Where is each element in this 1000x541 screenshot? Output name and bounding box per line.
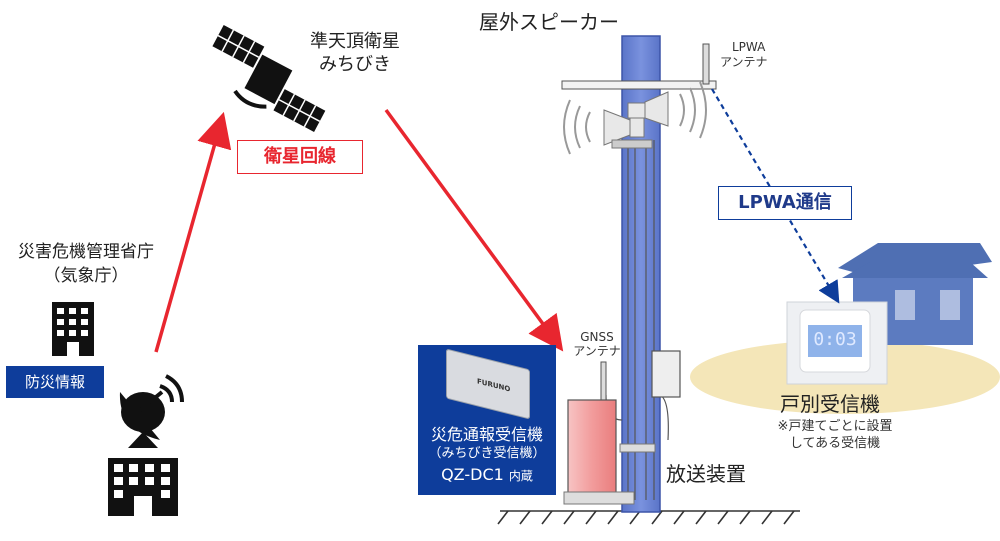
lpwa-antenna-line1: LPWA [732,40,766,54]
home-receiver-note-line2: してある受信機 [789,436,881,451]
lpwa-antenna-line2: アンテナ [720,55,768,69]
antenna-crossarm [561,80,717,90]
agency-name-line1: 災害危機管理省庁 [18,242,154,262]
satellite-dish-icon [119,374,184,448]
sound-waves [563,81,707,155]
uplink-arrow [154,111,232,353]
lpwa-link-text: LPWA通信 [738,192,832,213]
gnss-antenna-line2: アンテナ [573,344,621,358]
lpwa-antenna-rod [702,43,710,85]
broadcast-label: 放送装置 [666,462,746,486]
ground-hatch [497,510,800,525]
satellite-link-text: 衛星回線 [264,146,336,167]
disaster-info-tag: 防災情報 [6,366,104,398]
receiver-device-brand: FURUNO [477,377,511,394]
ground-station-building-icon [108,458,178,516]
home-receiver-note: ※戸建てごとに設置 してある受信機 [770,418,900,452]
agency-building-icon [52,302,94,356]
lpwa-antenna-label: LPWA アンテナ [720,40,768,70]
gnss-antenna-rod [600,361,607,403]
satellite-link-label: 衛星回線 [237,140,363,174]
satellite-name-line1: 準天頂衛星 [310,31,400,52]
receiver-device-image: FURUNO [446,348,530,420]
receiver-line1: 災危通報受信機 [430,425,543,444]
receiver-panel: FURUNO 災危通報受信機 （みちびき受信機） QZ-DC1 内蔵 [418,345,556,495]
disaster-info-text: 防災情報 [24,373,85,391]
home-receiver-title: 戸別受信機 [780,392,880,416]
home-receiver-note-line1: ※戸建てごとに設置 [777,419,893,434]
broadcast-cabinet [567,399,617,497]
home-receiver-display: 0:03 [813,329,857,350]
agency-name-line2: （気象庁） [43,266,129,286]
agency-name: 災害危機管理省庁 （気象庁） [6,240,166,288]
receiver-model: QZ-DC1 [441,465,504,484]
receiver-model-suffix: 内蔵 [508,469,533,483]
satellite-name: 準天頂衛星 みちびき [300,30,410,76]
satellite-name-line2: みちびき [319,54,391,75]
home-receiver-device [786,301,888,385]
junction-box [651,350,681,398]
speaker-title: 屋外スピーカー [479,10,619,34]
downlink-arrow [384,108,564,352]
lpwa-link-label: LPWA通信 [718,186,852,220]
gnss-antenna-label: GNSS アンテナ [562,330,632,358]
gnss-antenna-line1: GNSS [580,330,614,344]
speaker-horns [603,91,669,149]
satellite-icon [212,24,326,132]
receiver-line2: （みちびき受信機） [428,446,546,461]
